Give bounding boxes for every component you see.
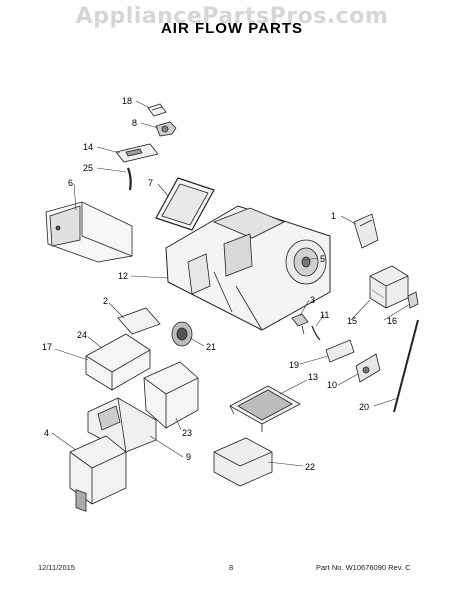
callout-25: 25 <box>83 163 93 173</box>
part-11[interactable] <box>311 325 321 341</box>
callout-14: 14 <box>83 142 93 152</box>
callout-8: 8 <box>132 118 137 128</box>
part-15[interactable] <box>369 265 409 309</box>
leader-lines <box>51 100 411 467</box>
part-16[interactable] <box>407 291 419 309</box>
watermark: AppliancePartsPros.com <box>75 4 389 29</box>
part-23[interactable] <box>143 361 199 429</box>
part-22[interactable] <box>213 437 273 487</box>
part-6[interactable] <box>45 201 133 263</box>
callout-5: 5 <box>320 254 325 264</box>
callout-24: 24 <box>77 330 87 340</box>
callout-19: 19 <box>289 360 299 370</box>
callout-18: 18 <box>122 96 132 106</box>
callout-23: 23 <box>182 428 192 438</box>
footer-part-number: Part No. W10676090 Rev. C <box>316 563 411 572</box>
part-18[interactable] <box>147 103 167 117</box>
part-2[interactable] <box>117 307 161 335</box>
callout-6: 6 <box>68 178 73 188</box>
callout-16: 16 <box>387 316 397 326</box>
part-12[interactable] <box>165 205 331 331</box>
callout-22: 22 <box>305 462 315 472</box>
callout-12: 12 <box>118 271 128 281</box>
part-3[interactable] <box>291 313 309 335</box>
callout-4: 4 <box>44 428 49 438</box>
callout-numbers: 18 8 14 25 7 6 1 5 12 3 2 11 15 16 24 21… <box>42 96 397 472</box>
part-14[interactable] <box>115 143 159 163</box>
callout-15: 15 <box>347 316 357 326</box>
part-8[interactable] <box>155 121 177 137</box>
part-1[interactable] <box>353 213 379 249</box>
part-25[interactable] <box>126 167 132 191</box>
callout-13: 13 <box>308 372 318 382</box>
page-title: AIR FLOW PARTS <box>160 20 304 37</box>
part-21[interactable] <box>171 321 193 347</box>
part-7[interactable] <box>155 177 215 231</box>
callout-20: 20 <box>359 402 369 412</box>
part-13[interactable] <box>229 385 301 432</box>
part-19[interactable] <box>325 339 355 363</box>
part-5[interactable] <box>285 239 327 285</box>
callout-1: 1 <box>331 211 336 221</box>
callout-3: 3 <box>310 295 315 305</box>
callout-11: 11 <box>320 310 329 320</box>
callout-17: 17 <box>42 342 52 352</box>
part-20[interactable] <box>393 319 419 413</box>
part-10[interactable] <box>355 353 381 383</box>
callout-9: 9 <box>186 452 191 462</box>
callout-10: 10 <box>327 380 337 390</box>
footer-date: 12/11/2015 <box>38 563 75 572</box>
footer-page-number: 8 <box>229 563 234 572</box>
part-4[interactable] <box>69 435 127 512</box>
part-17[interactable] <box>85 333 151 391</box>
callout-21: 21 <box>206 342 216 352</box>
callout-7: 7 <box>148 178 153 188</box>
callout-2: 2 <box>103 296 108 306</box>
